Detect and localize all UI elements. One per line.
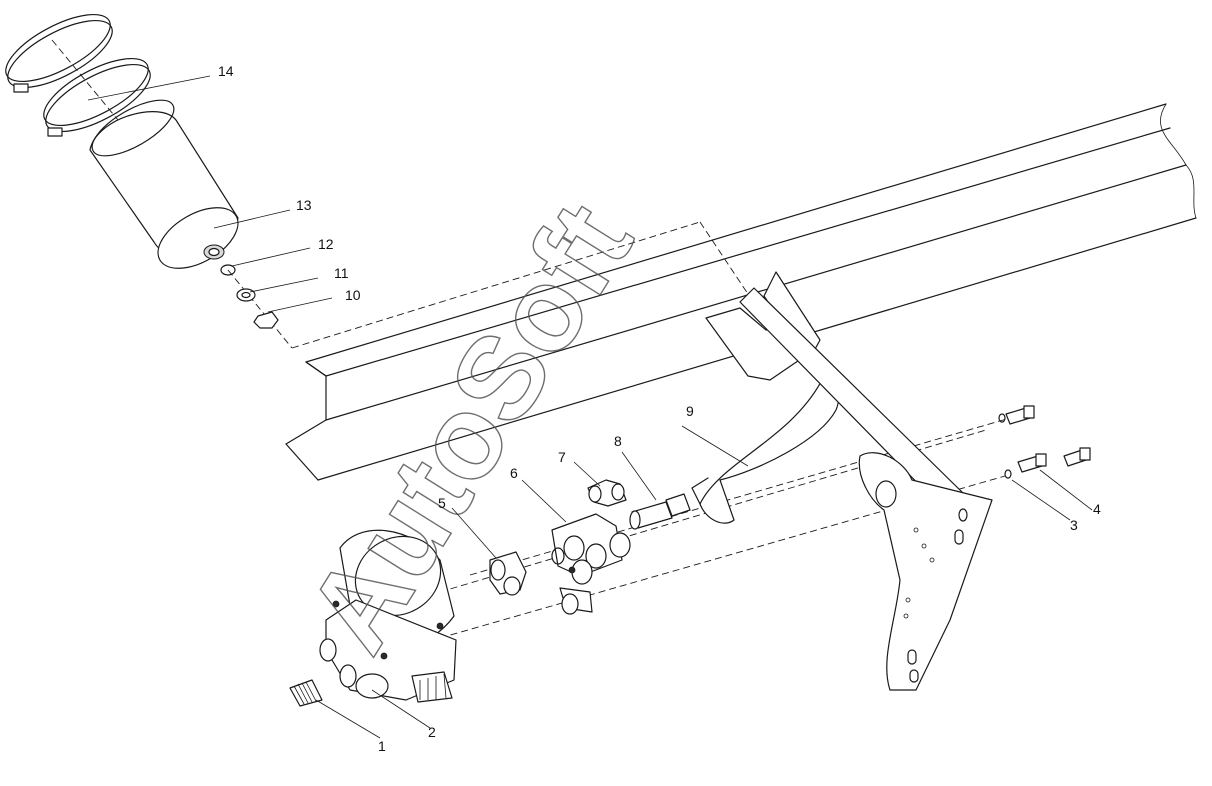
drain-plug-set (220, 264, 279, 329)
callout-5: 5 (438, 495, 446, 511)
callout-3: 3 (1070, 517, 1078, 533)
multi-port-valve (551, 513, 631, 615)
threaded-fitting (289, 679, 323, 707)
callout-6: 6 (510, 465, 518, 481)
callout-14: 14 (218, 63, 234, 79)
bolts (998, 405, 1091, 479)
support-bracket (739, 287, 993, 691)
callout-11: 11 (334, 265, 349, 281)
callout-13: 13 (296, 197, 312, 213)
callout-9: 9 (686, 403, 694, 419)
callout-8: 8 (614, 433, 622, 449)
air-dryer (319, 529, 457, 703)
leader-lines (87, 75, 1093, 739)
air-tank (89, 99, 239, 269)
callout-2: 2 (428, 724, 436, 740)
callout-4: 4 (1093, 501, 1101, 517)
drain-plug (253, 311, 279, 329)
callout-10: 10 (345, 287, 361, 303)
callout-7: 7 (558, 449, 566, 465)
elbow-fitting-left (489, 551, 527, 596)
callouts: 14 13 12 11 10 9 8 7 6 5 4 3 2 1 (218, 63, 1101, 754)
o-ring (220, 264, 236, 276)
callout-12: 12 (318, 236, 334, 252)
fitting (629, 493, 691, 530)
watermark-text: AutoSoft (282, 181, 658, 673)
clamp-bands (5, 13, 151, 137)
elbow-fitting (587, 479, 627, 507)
callout-1: 1 (378, 738, 386, 754)
